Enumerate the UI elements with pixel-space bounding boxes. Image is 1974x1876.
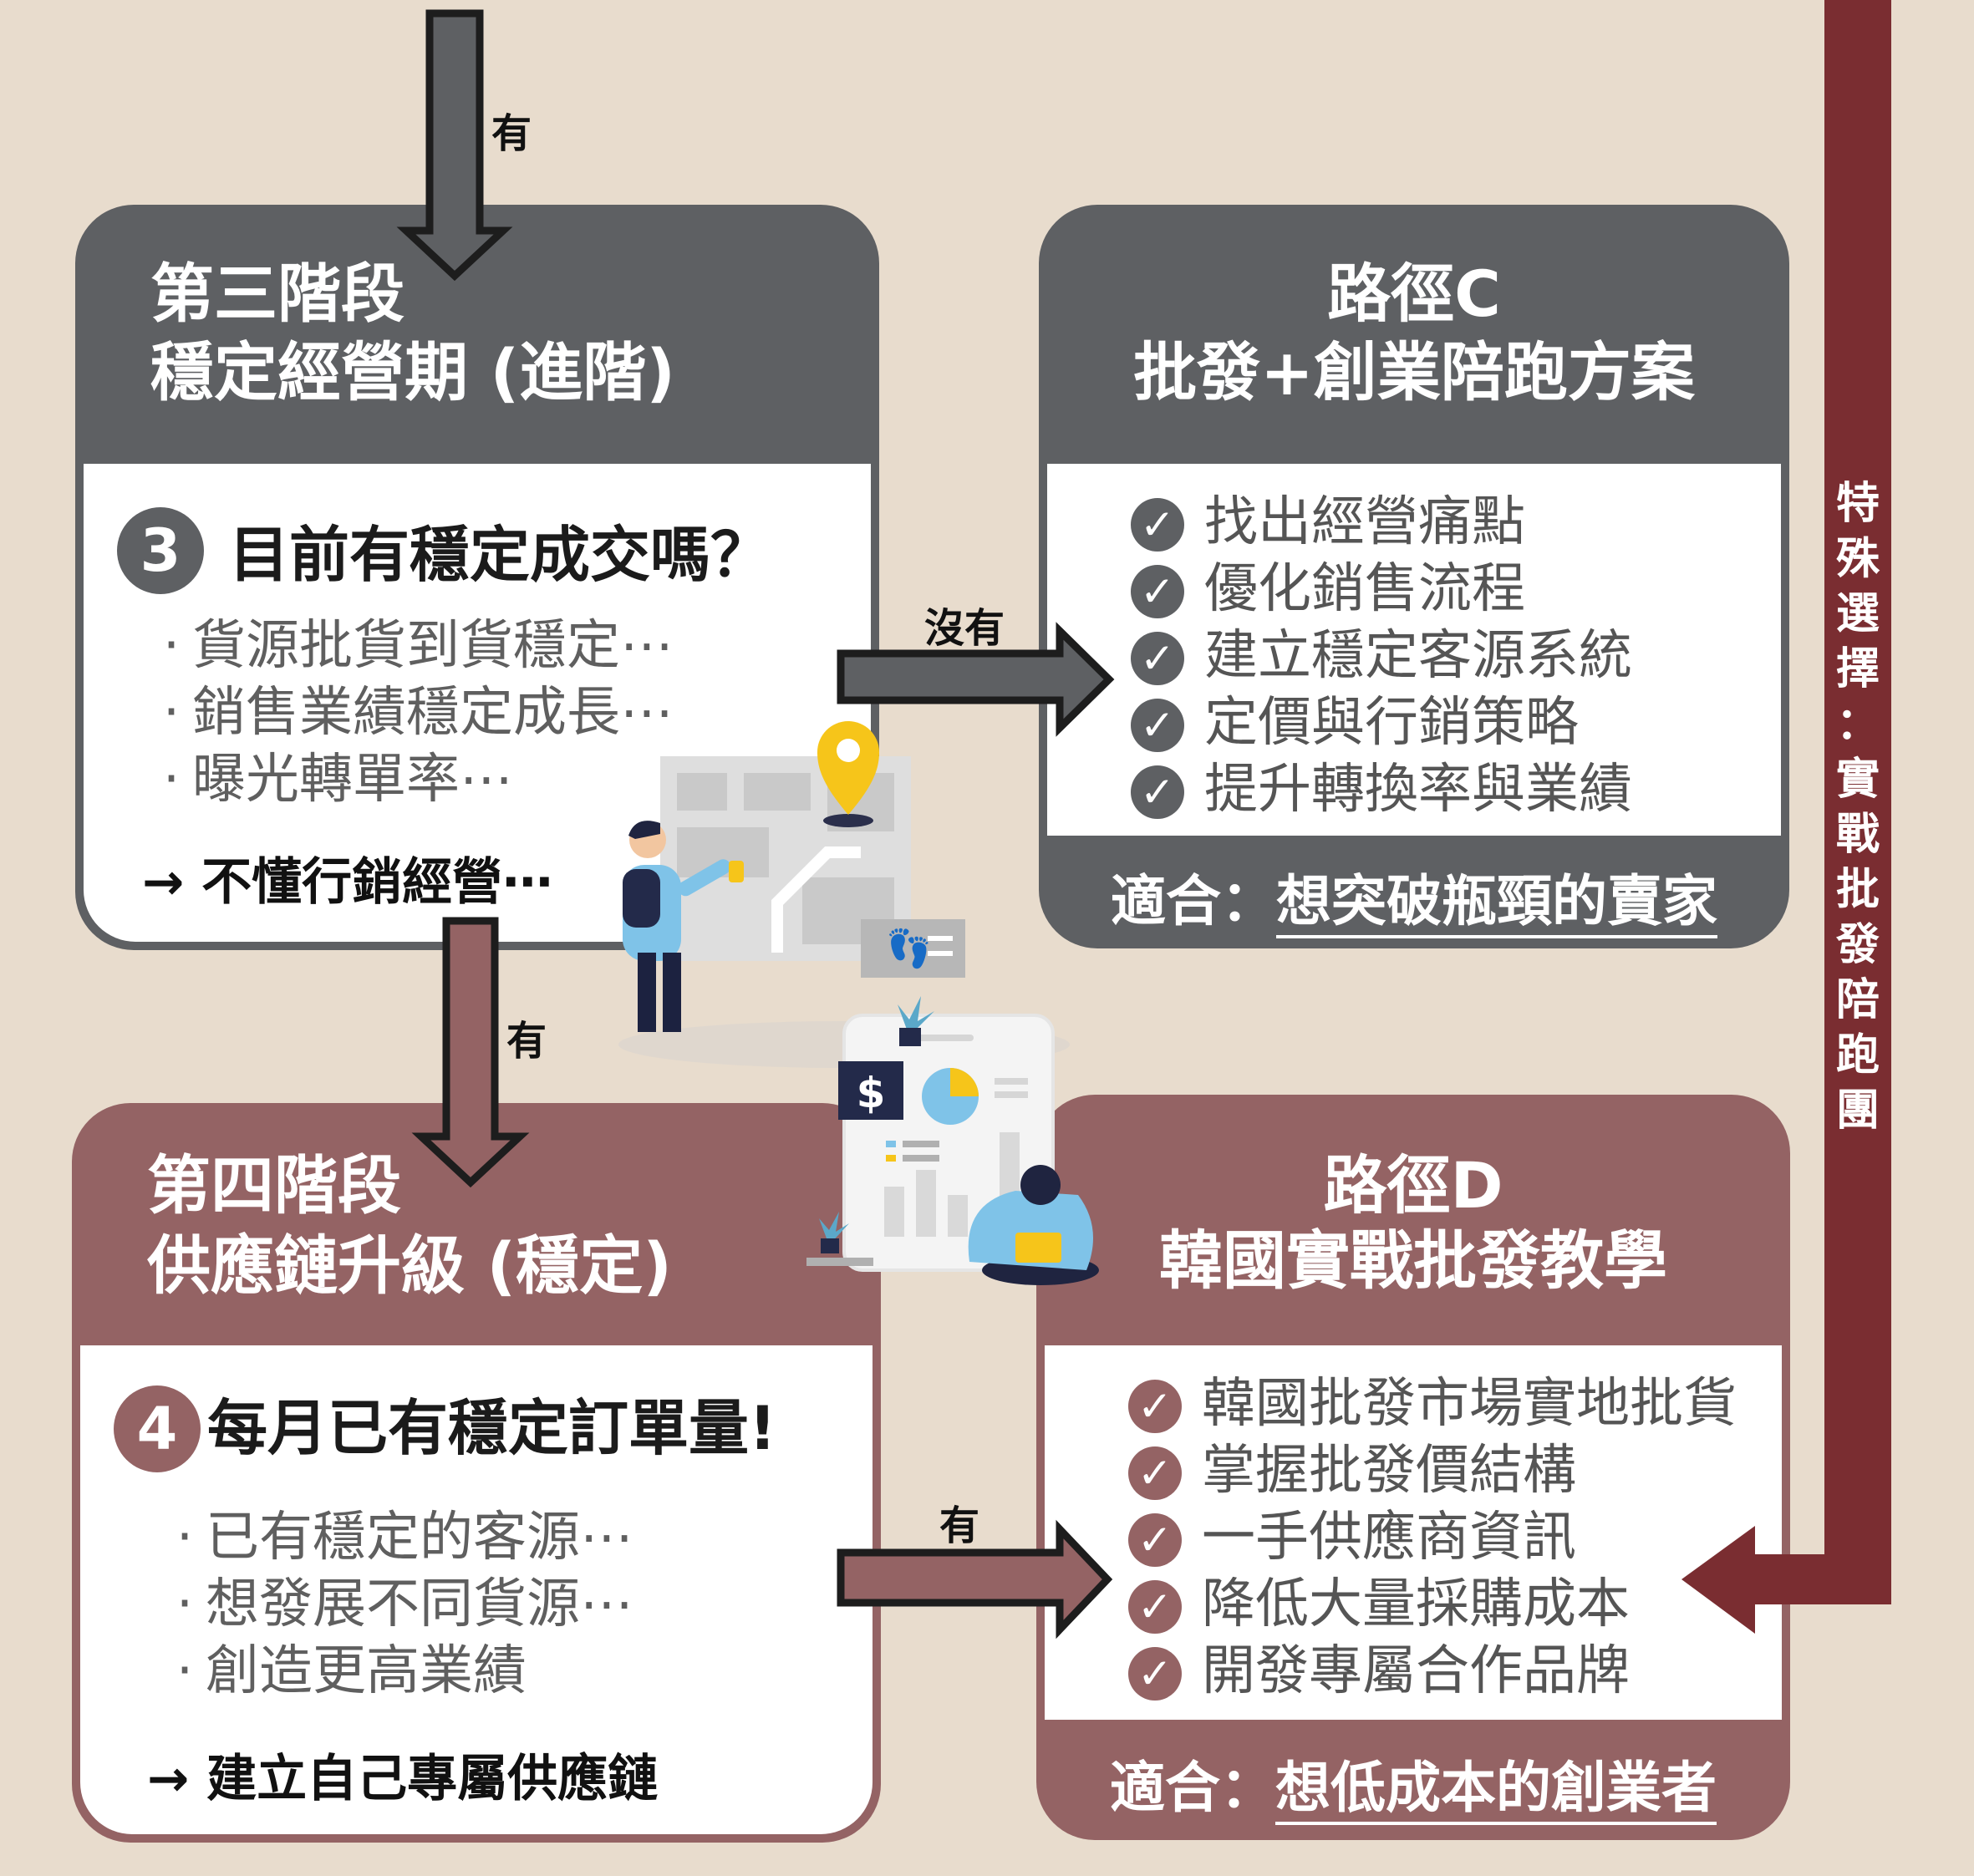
stage4-bullet-1: ·已有穩定的客源⋯ (176, 1507, 633, 1568)
path-d-item-2: ✓掌握批發價結構 (1128, 1437, 1576, 1504)
check-circle-icon: ✓ (1131, 632, 1184, 686)
path-d-title-line2: 韓國實戰批發教學 (1159, 1223, 1667, 1298)
check-circle-icon: ✓ (1131, 699, 1184, 753)
path-d-fit: 適合：想低成本的創業者 (1036, 1743, 1790, 1825)
stage4-bullet-3: ·創造更高業績 (176, 1640, 527, 1702)
to-path-c-label: 沒有 (924, 605, 1005, 652)
stage4-title-line1: 第四階段 (147, 1148, 401, 1223)
arrow-stage3-to-stage4 (411, 917, 530, 1188)
path-c-card: 路徑C 批發+創業陪跑方案 ✓找出經營痛點 ✓優化銷售流程 ✓建立穩定客源系統 … (1039, 205, 1789, 948)
path-c-item-2: ✓優化銷售流程 (1131, 556, 1525, 623)
svg-text:👣: 👣 (886, 926, 932, 970)
check-circle-icon: ✓ (1128, 1380, 1182, 1434)
stage4-title-line2: 供應鏈升級 (穩定) (147, 1228, 672, 1303)
path-c-item-4: ✓定價與行銷策略 (1131, 689, 1579, 756)
check-circle-icon: ✓ (1128, 1513, 1182, 1568)
special-option-label: 特殊選擇：實戰批發陪跑團 (1835, 479, 1880, 1136)
stage3-bullet-3: ·曝光轉單率⋯ (162, 749, 513, 811)
stage3-bullet-2: ·銷售業績穩定成長⋯ (162, 682, 674, 744)
map-navigation-illustration: 👣 $ (618, 721, 1099, 1285)
path-d-item-4: ✓降低大量採購成本 (1128, 1571, 1630, 1638)
path-c-fit: 適合：想突破瓶頸的賣家 (1039, 857, 1789, 938)
arrow-special-to-path-d (1681, 1526, 1824, 1634)
top-arrow-label: 有 (491, 110, 532, 157)
check-circle-icon: ✓ (1128, 1446, 1182, 1501)
stage3-title-line2: 穩定經營期 (進階) (150, 335, 675, 409)
arrow-top-down (396, 9, 513, 282)
stage3-number-badge: 3 (117, 507, 204, 594)
path-c-title-line1: 路徑C (1327, 257, 1501, 331)
arrow-to-path-c (837, 622, 1115, 737)
dollar-icon: $ (857, 1069, 886, 1117)
path-c-item-5: ✓提升轉換率與業績 (1131, 756, 1632, 823)
path-d-item-5: ✓開發專屬合作品牌 (1128, 1638, 1630, 1705)
stage4-number-badge: 4 (114, 1385, 201, 1472)
path-d-fit-target: 想低成本的創業者 (1275, 1756, 1717, 1825)
check-circle-icon: ✓ (1131, 765, 1184, 820)
stage3-bullet-1: ·貨源批貨到貨穩定⋯ (162, 615, 674, 677)
path-c-fit-target: 想突破瓶頸的賣家 (1276, 869, 1717, 938)
stage3-card: 第三階段 穩定經營期 (進階) 3 目前有穩定成交嗎？ ·貨源批貨到貨穩定⋯ ·… (75, 205, 879, 950)
special-option-band (1824, 0, 1891, 1604)
arrow-to-path-d (837, 1519, 1113, 1640)
check-circle-icon: ✓ (1131, 498, 1184, 552)
check-circle-icon: ✓ (1131, 565, 1184, 619)
stage3-question: 目前有穩定成交嗎？ (229, 520, 771, 590)
middle-arrow-label: 有 (506, 1018, 547, 1065)
check-circle-icon: ✓ (1128, 1580, 1182, 1635)
stage4-conclusion: → 建立自己專屬供應鏈 (147, 1750, 659, 1808)
path-d-card: 路徑D 韓國實戰批發教學 ✓韓國批發市場實地批貨 ✓掌握批發價結構 ✓一手供應商… (1036, 1095, 1790, 1840)
stage3-conclusion: → 不懂行銷經營⋯ (142, 853, 553, 912)
stage4-card: 第四階段 供應鏈升級 (穩定) 4 每月已有穩定訂單量! ·已有穩定的客源⋯ ·… (72, 1103, 881, 1843)
path-c-title-line2: 批發+創業陪跑方案 (1133, 335, 1695, 409)
stage4-bullet-2: ·想發展不同貨源⋯ (176, 1574, 633, 1635)
path-d-title-line1: 路徑D (1323, 1148, 1503, 1223)
to-path-d-label: 有 (939, 1502, 980, 1549)
stage4-question: 每月已有穩定訂單量! (207, 1393, 776, 1463)
path-d-item-3: ✓一手供應商資訊 (1128, 1504, 1576, 1571)
check-circle-icon: ✓ (1128, 1647, 1182, 1701)
path-d-item-1: ✓韓國批發市場實地批貨 (1128, 1370, 1737, 1437)
path-c-item-3: ✓建立穩定客源系統 (1131, 623, 1632, 689)
path-c-item-1: ✓找出經營痛點 (1131, 489, 1525, 556)
stage3-title-line1: 第三階段 (150, 257, 404, 331)
